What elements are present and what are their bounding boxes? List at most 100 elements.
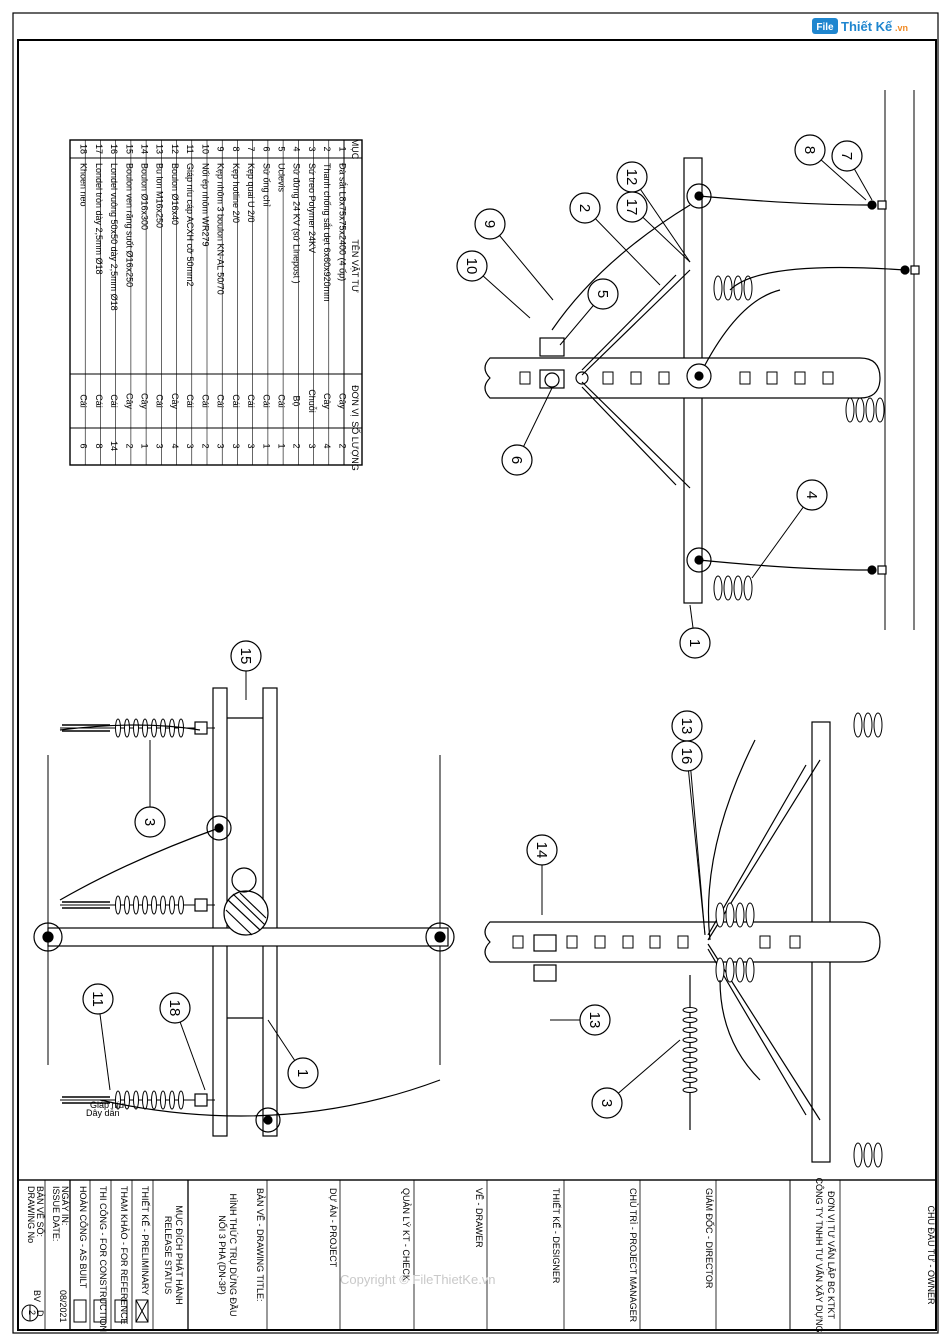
balloon-number: 13 xyxy=(678,718,695,735)
table-cell: 3 xyxy=(246,443,256,448)
table-cell: Cây xyxy=(170,393,180,410)
table-cell: Bộ xyxy=(292,395,302,406)
consultant-unit: ĐƠN VỊ TƯ VẤN LẬP BC KTKT xyxy=(826,1191,836,1320)
balloon-circle xyxy=(569,192,601,224)
consultant-company: CÔNG TY TNHH TƯ VẤN XÂY DỰNG xyxy=(814,1177,824,1332)
table-cell: Kẹp quai U 2/0 xyxy=(246,163,256,223)
table-cell: Kẹp nhôm 3 boulon KN-AL 50/70 xyxy=(216,163,226,295)
table-cell: Cây xyxy=(337,393,347,410)
status-construction: THI CÔNG - FOR CONSTRUCTION xyxy=(98,1186,108,1332)
balloon-circle xyxy=(526,834,558,866)
balloon-circle xyxy=(616,191,648,223)
table-header-qty: SỐ LƯỢNG xyxy=(350,421,361,470)
table-header-unit: ĐƠN VỊ xyxy=(350,385,360,417)
table-cell: 6 xyxy=(261,146,271,151)
table-cell: 14 xyxy=(140,144,150,154)
table-cell: 15 xyxy=(124,144,134,154)
table-cell: 3 xyxy=(185,443,195,448)
table-cell: Thanh chống sắt dẹt 6x60x920mm xyxy=(322,163,332,302)
table-cell: Cái xyxy=(109,394,119,408)
balloon-circle xyxy=(82,983,114,1015)
title-block: CHỦ ĐẦU TƯ - OWNER ĐƠN VỊ TƯ VẤN LẬP BC … xyxy=(17,1177,937,1333)
project-label: DỰ ÁN - PROJECT xyxy=(328,1188,338,1268)
balloon-circle xyxy=(159,992,191,1024)
table-cell: 2 xyxy=(337,443,347,448)
balloon-number: 7 xyxy=(838,152,855,160)
balloon-number: 14 xyxy=(533,842,550,859)
table-cell: 3 xyxy=(307,146,317,151)
designer-label: THIẾT KẾ - DESIGNER xyxy=(551,1188,561,1284)
balloon-number: 12 xyxy=(623,169,640,186)
balloon-circle xyxy=(831,140,863,172)
table-cell: Londel vuông 50x50 dày 2,5mm Ø18 xyxy=(109,163,119,311)
table-cell: 3 xyxy=(155,443,165,448)
balloon-leader xyxy=(489,223,554,301)
balloon-number: 4 xyxy=(803,491,820,499)
note-gripping: Giáp níu xyxy=(90,1100,124,1110)
checker-label: QUẢN LÝ KT - CHECK xyxy=(401,1188,412,1281)
table-cell: 1 xyxy=(140,443,150,448)
issue-date-label-2: ISSUE DATE: xyxy=(51,1186,61,1241)
drawer-label: VẼ - DRAWER xyxy=(474,1188,484,1248)
drawing-title-label: BẢN VẼ - DRAWING TITLE: xyxy=(255,1188,266,1302)
issue-date-label-1: NGÀY IN: xyxy=(60,1186,70,1225)
table-cell: Cái xyxy=(261,394,271,408)
table-cell: Cái xyxy=(277,394,287,408)
balloon-circle xyxy=(679,627,711,659)
table-cell: Londel tròn dày 2,5mm Ø18 xyxy=(94,163,104,275)
balloon-number: 5 xyxy=(594,290,611,298)
balloon-number: 11 xyxy=(89,991,106,1007)
table-header-name: TÊN VẬT TƯ xyxy=(350,239,360,293)
table-cell: Boulon ven răng suốt Ø16x250 xyxy=(124,163,134,287)
owner-label: CHỦ ĐẦU TƯ - OWNER xyxy=(926,1205,937,1305)
table-cell: 2 xyxy=(200,443,210,448)
table-cell: Uclevis xyxy=(277,163,287,193)
table-cell: 3 xyxy=(231,443,241,448)
director-label: GIÁM ĐỐC - DIRECTOR xyxy=(704,1188,715,1289)
status-checkbox-preliminary xyxy=(135,1299,149,1323)
table-cell: Khoen neo xyxy=(79,163,89,207)
drawing-letter: D xyxy=(35,1310,45,1317)
table-header-item: MỤC xyxy=(350,139,360,160)
table-cell: 2 xyxy=(322,146,332,151)
table-cell: 9 xyxy=(216,146,226,151)
balloon-number: 17 xyxy=(623,199,640,216)
status-as-built: HOÀN CÔNG - AS BUILT xyxy=(78,1186,88,1289)
table-cell: 5 xyxy=(277,146,287,151)
filethietke-logo: File Thiết Kế .vn xyxy=(812,18,908,34)
balloon-circle xyxy=(134,806,166,838)
material-table: MỤC TÊN VẬT TƯ ĐƠN VỊ SỐ LƯỢNG 1Đà sắt L… xyxy=(69,139,363,471)
side-view-diagram xyxy=(484,712,883,1168)
balloon-number: 15 xyxy=(237,648,254,665)
logo-icon-text: File xyxy=(816,22,834,33)
table-cell: 1 xyxy=(277,443,287,448)
copyright-watermark: Copyright © FileThietKe.vn xyxy=(340,1272,496,1287)
release-purpose-label: MỤC ĐÍCH PHÁT HÀNH xyxy=(174,1205,184,1304)
table-cell: 13 xyxy=(155,144,165,154)
table-cell: Chuỗi xyxy=(307,389,317,413)
table-cell: 16 xyxy=(109,144,119,154)
balloon-circle xyxy=(230,640,262,672)
status-preliminary: THIẾT KẾ - PRELIMINARY xyxy=(140,1186,150,1295)
project-manager-label: CHỦ TRÌ - PROJECT MANAGER xyxy=(628,1188,639,1323)
drawing-no-label-1: BẢN VẼ SỐ: xyxy=(35,1186,46,1237)
issue-date: 08/2021 xyxy=(58,1290,68,1323)
balloon-leader xyxy=(751,494,813,579)
table-cell: 4 xyxy=(170,443,180,448)
plan-view-diagram xyxy=(33,687,455,1137)
balloon-circle xyxy=(794,134,826,166)
table-cell: 3 xyxy=(307,443,317,448)
table-cell: 6 xyxy=(79,443,89,448)
table-cell: Cái xyxy=(185,394,195,408)
balloon-number: 10 xyxy=(463,258,480,275)
table-cell: Cái xyxy=(246,394,256,408)
table-cell: Giáp níu cáp ACXH cỡ 50mm2 xyxy=(185,163,195,286)
balloon-number: 1 xyxy=(294,1069,311,1077)
balloon-number: 3 xyxy=(141,818,158,826)
balloon-leader xyxy=(631,176,691,263)
table-cell: 4 xyxy=(322,443,332,448)
balloon-circle xyxy=(671,740,703,772)
top-view-diagram xyxy=(484,90,920,630)
balloon-circle xyxy=(501,444,533,476)
